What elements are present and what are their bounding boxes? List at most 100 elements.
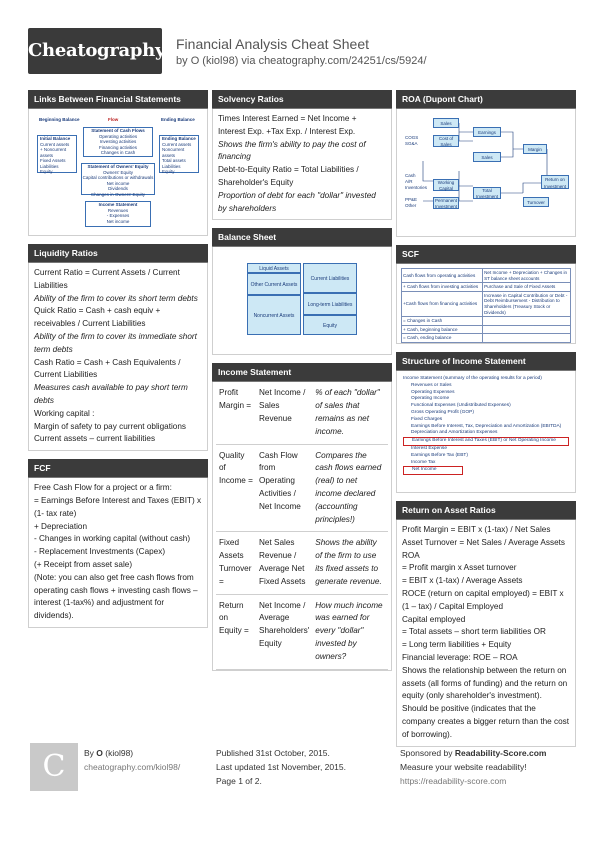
section-heading-roa-chart: ROA (Dupont Chart) — [396, 90, 576, 109]
liquidity-line: Ability of the firm to cover its short t… — [34, 293, 198, 303]
roa-line: = Total assets – short term liabilities … — [402, 627, 546, 637]
bs-equity: Equity — [303, 315, 357, 336]
footer-sponsor-line: Measure your website readability! — [400, 762, 527, 772]
diag-equity-line: Owners' Equity — [102, 169, 134, 175]
diag-equity-line: Dividends — [108, 186, 128, 191]
diag-cash-flow-title: Statement of Cash Flows — [91, 128, 145, 133]
section-heading-liquidity: Liquidity Ratios — [28, 244, 208, 263]
diag-owners-equity-box: Statement of Owners' Equity Owners' Equi… — [81, 163, 155, 197]
diag-cash-line: Financing activities — [98, 144, 138, 150]
dupont-cost-of-sales: Cost of Sales — [433, 135, 459, 147]
roa-line: Asset Turnover = Net Sales / Average Ass… — [402, 537, 566, 547]
column-1: Links Between Financial Statements Begin… — [28, 90, 208, 628]
scf-cell: +Cash flows from financing activities — [400, 290, 484, 318]
footer-avatar[interactable]: C — [30, 743, 78, 791]
income-desc: % of each "dollar" of sales that remains… — [312, 382, 388, 445]
diag-ending-line: Current assets — [162, 141, 192, 147]
table-row: Quality of Income = Cash Flow from Opera… — [216, 444, 388, 533]
table-row: Fixed Assets Turnover = Net Sales Revenu… — [216, 531, 388, 595]
page-header: Cheatography Financial Analysis Cheat Sh… — [0, 0, 600, 85]
dupont-label-ppe: PP&E — [405, 197, 418, 202]
scf-cell: = Cash, ending balance — [400, 333, 484, 343]
table-row: Return on Equity = Net Income / Average … — [216, 594, 388, 670]
roa-line: Profit Margin = EBIT x (1-tax) / Net Sal… — [402, 525, 551, 534]
structure-item: Depreciation and Amortization Expenses — [411, 430, 498, 436]
liquidity-line: Margin of safety to pay current obligati… — [34, 421, 187, 431]
cheatography-logo[interactable]: Cheatography — [28, 28, 165, 74]
roa-line: ROA — [402, 550, 420, 560]
income-desc: How much income was earned for every "do… — [312, 594, 388, 670]
author-link[interactable]: O (kiol98) — [190, 55, 239, 67]
roa-line: = Profit margin x Asset turnover — [402, 563, 517, 573]
diag-initial-line: Liabilities — [40, 163, 59, 169]
roa-line: Financial leverage: ROE – ROA — [402, 652, 518, 662]
solvency-body: Times Interest Earned = Net Income + Int… — [212, 109, 392, 221]
structure-item: Earnings Before Interest, Tax, Depreciat… — [411, 423, 562, 429]
diag-initial-line: Fixed Assets — [40, 158, 66, 163]
dupont-label-cogs: COGS — [405, 135, 419, 140]
footer-page: Page 1 of 2. — [216, 776, 262, 786]
solvency-line: Debt-to-Equity Ratio = Total Liabilities… — [218, 165, 359, 187]
structure-item: Fixed Charges — [411, 416, 443, 422]
table-row: = Cash, ending balance — [400, 333, 571, 343]
income-key: Fixed Assets Turnover = — [216, 531, 256, 595]
dupont-label-ar: A/R — [405, 179, 413, 184]
dupont-earnings: Earnings — [473, 127, 501, 137]
roa-line: = EBIT x (1-tax) / Average Assets — [402, 576, 523, 586]
table-row: + Cash, beginning balance — [400, 324, 571, 335]
liquidity-line: Current Ratio = Current Assets / Current… — [34, 268, 180, 290]
footer-author-block: By O (kiol98) cheatography.com/kiol98/ — [84, 746, 180, 774]
bs-noncurrent-assets: Noncurrent Assets — [247, 295, 301, 336]
solvency-line: Proportion of debt for each "dollar" inv… — [218, 190, 376, 213]
diag-initial-line: Current assets — [40, 141, 70, 147]
income-key: Profit Margin = — [216, 382, 256, 445]
footer-author-url[interactable]: cheatography.com/kiol98/ — [84, 762, 181, 772]
roa-line: = Long term liabilities + Equity — [402, 640, 512, 650]
bs-current-liabilities: Current Liabilities — [303, 263, 357, 294]
diag-ending-balance-box: Ending Balance Current assets Noncurrent… — [159, 135, 199, 174]
structure-item: Gross Operating Profit (GOP) — [411, 409, 474, 415]
diag-ending-line: Noncurrent assets — [162, 147, 185, 158]
diag-equity-line: Changes in Owners' Equity — [90, 191, 146, 197]
footer-sponsor-link[interactable]: Readability-Score.com — [454, 748, 547, 758]
diag-ending-line: Total assets — [162, 158, 186, 163]
roa-body: Profit Margin = EBIT x (1-tax) / Net Sal… — [396, 520, 576, 747]
page-byline: by O (kiol98) via cheatography.com/24251… — [176, 55, 427, 67]
bs-other-current-assets: Other Current Assets — [247, 273, 301, 296]
column-3: ROA (Dupont Chart) Sales Cost of Sales E… — [396, 90, 576, 747]
liquidity-line: Quick Ratio = Cash + cash equiv + receiv… — [34, 306, 161, 329]
fcf-line: Free Cash Flow for a project or a firm: — [34, 483, 172, 493]
liquidity-line: Measures cash available to pay short ter… — [34, 383, 188, 405]
fcf-line: = Earnings Before Interest and Taxes (EB… — [34, 495, 202, 518]
income-body: Profit Margin = Net Income / Sales Reven… — [212, 382, 392, 671]
fcf-line: + Depreciation — [34, 521, 88, 531]
dupont-roi: Return on Investment — [541, 175, 569, 189]
diag-ending-label: Ending Balance — [161, 117, 195, 122]
footer-author-link[interactable]: O — [96, 748, 103, 758]
balance-diagram-panel: Liquid Assets Other Current Assets Noncu… — [212, 247, 392, 356]
scf-cell: Cash flows from operating activities — [400, 267, 484, 284]
income-table: Profit Margin = Net Income / Sales Reven… — [216, 382, 388, 670]
scf-cell: Net Income + Depreciation + Changes in S… — [482, 267, 571, 284]
diag-cash-line: Changes in Cash — [100, 150, 136, 155]
structure-item: Operating Income — [411, 396, 450, 402]
table-row: +Cash flows from financing activities In… — [400, 290, 571, 318]
diag-cash-flow-box: Statement of Cash Flows Operating activi… — [83, 127, 153, 157]
sheet-url-link[interactable]: cheatography.com/24251/cs/5924/ — [258, 55, 427, 67]
roa-line: ROCE (return on capital employed) = EBIT… — [402, 588, 564, 611]
byline-prefix: by — [176, 55, 191, 67]
diag-income-title: Income Statement — [98, 202, 138, 207]
income-desc: Shows the ability of the firm to use its… — [312, 531, 388, 595]
footer-sponsor-url[interactable]: https://readability-score.com — [400, 776, 507, 786]
diag-equity-title: Statement of Owners' Equity — [87, 164, 149, 169]
liquidity-line: Current assets – current liabilities — [34, 434, 156, 444]
diag-cash-line: Investing activities — [99, 139, 137, 144]
scf-cell — [482, 324, 571, 335]
diag-income-statement-box: Income Statement Revenues - Expenses Net… — [85, 201, 151, 227]
diag-beginning-label: Beginning Balance — [39, 117, 80, 122]
section-heading-structure: Structure of Income Statement — [396, 352, 576, 371]
column-2: Solvency Ratios Times Interest Earned = … — [212, 90, 392, 671]
dupont-total-investment: Total Investment — [473, 187, 501, 199]
page-title: Financial Analysis Cheat Sheet — [176, 36, 369, 52]
fcf-line: (Note: you can also get free cash flows … — [34, 572, 198, 621]
